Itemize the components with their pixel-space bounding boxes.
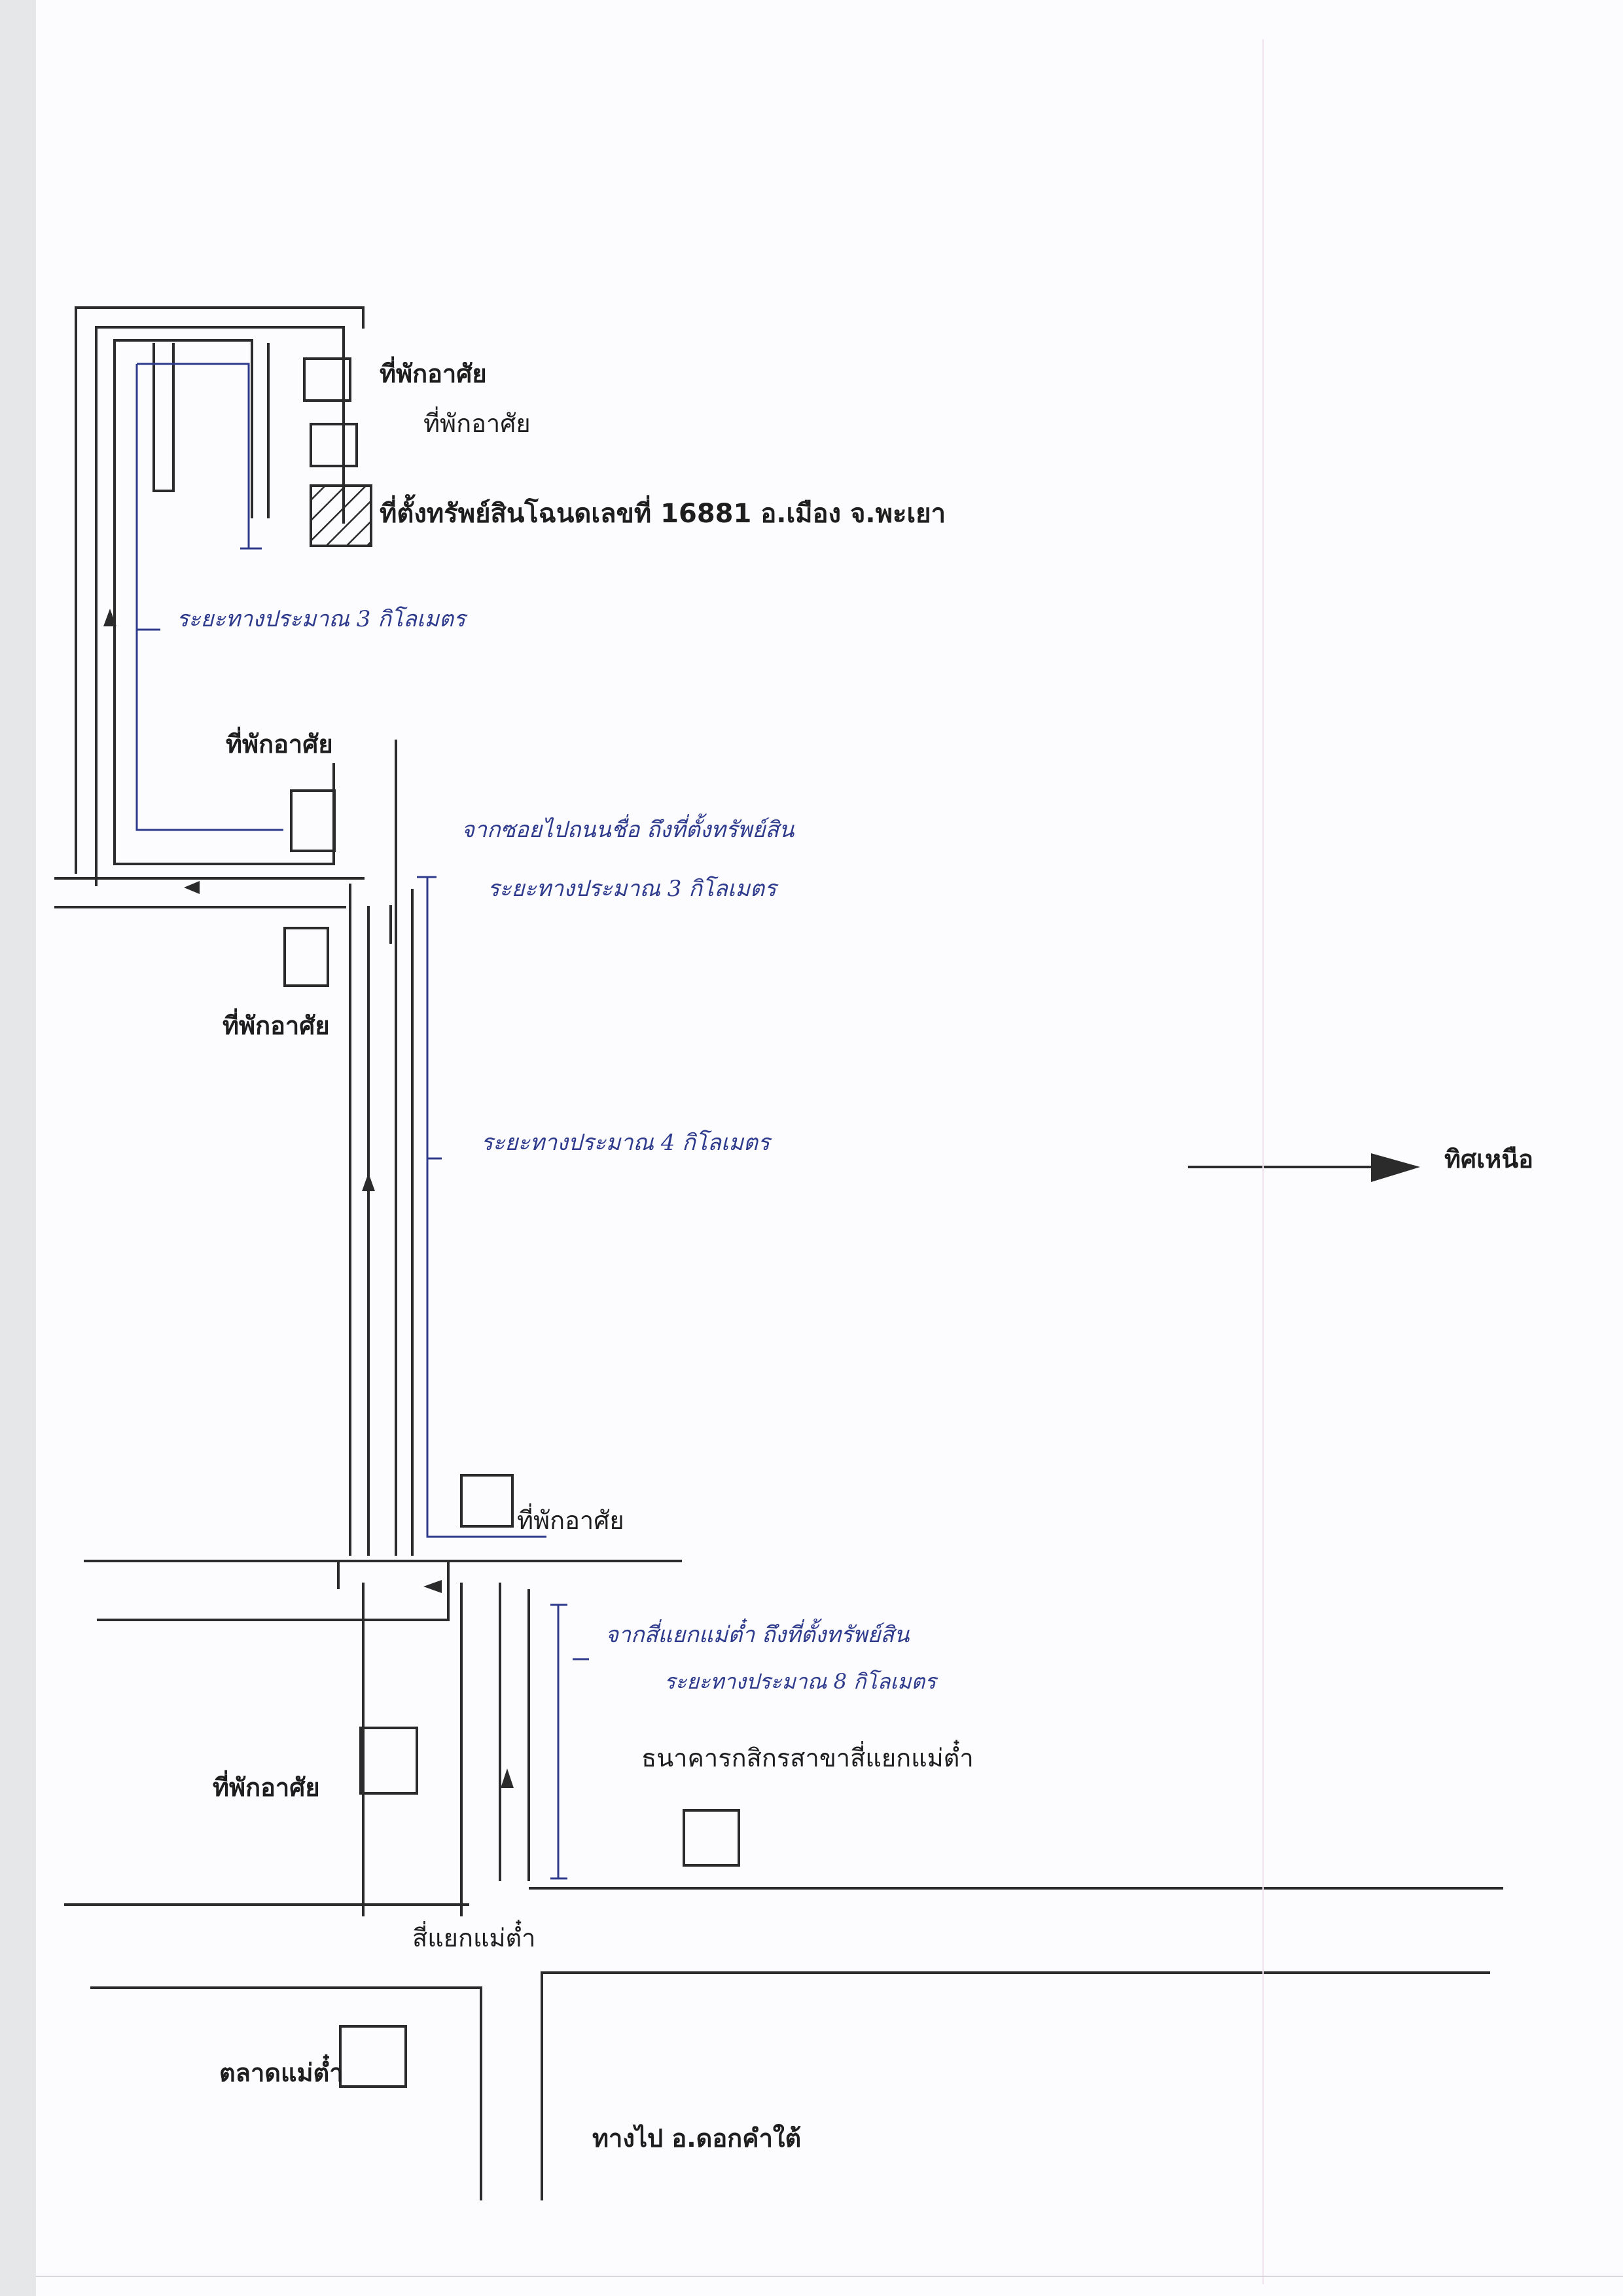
residence-label-6: ที่พักอาศัย bbox=[213, 1773, 320, 1802]
direction-dokkhamtai-label: ทางไป อ.ดอกคำใต้ bbox=[592, 2124, 802, 2153]
north-label: ทิศเหนือ bbox=[1444, 1145, 1534, 1174]
residence-label-3: ที่พักอาศัย bbox=[226, 730, 333, 759]
road-cross bbox=[64, 1560, 1503, 2200]
road-vertical bbox=[349, 740, 414, 1556]
property-location-label: ที่ตั้งทรัพย์สินโฉนดเลขที่ 16881 อ.เมือง… bbox=[380, 499, 946, 529]
residence-label-5: ที่พักอาศัย bbox=[517, 1506, 624, 1535]
north-arrow bbox=[1188, 1153, 1420, 1182]
bank-label: ธนาคารกสิกรสาขาสี่แยกแม่ต๋ำ bbox=[641, 1744, 974, 1772]
note-from-soi-line1: จากซอยไปถนนชื่อ ถึงที่ตั้งทรัพย์สิน bbox=[461, 817, 794, 843]
residence-label-1: ที่พักอาศัย bbox=[380, 359, 487, 388]
intersection-label: สี่แยกแม่ต๋ำ bbox=[412, 1924, 536, 1952]
note-from-intersection-line2: ระยะทางประมาณ 8 กิโลเมตร bbox=[664, 1669, 936, 1694]
note-from-intersection-line1: จากสี่แยกแม่ต๋ำ ถึงที่ตั้งทรัพย์สิน bbox=[605, 1622, 910, 1648]
note-from-soi-line2: ระยะทางประมาณ 3 กิโลเมตร bbox=[488, 876, 777, 902]
note-distance-top: ระยะทางประมาณ 3 กิโลเมตร bbox=[177, 606, 466, 632]
residence-label-2: ที่พักอาศัย bbox=[423, 409, 531, 438]
note-distance-mid: ระยะทางประมาณ 4 กิโลเมตร bbox=[481, 1130, 770, 1156]
route-handwritten bbox=[135, 363, 589, 1880]
location-map bbox=[36, 39, 1623, 2284]
scanned-page: ที่พักอาศัย ที่พักอาศัย ที่ตั้งทรัพย์สิน… bbox=[36, 0, 1623, 2296]
route-arrows bbox=[103, 609, 514, 1788]
residence-label-4: ที่พักอาศัย bbox=[223, 1011, 330, 1040]
residence-markers bbox=[283, 357, 740, 2088]
property-marker bbox=[310, 484, 372, 547]
market-label: ตลาดแม่ต๋ำ bbox=[219, 2058, 344, 2087]
